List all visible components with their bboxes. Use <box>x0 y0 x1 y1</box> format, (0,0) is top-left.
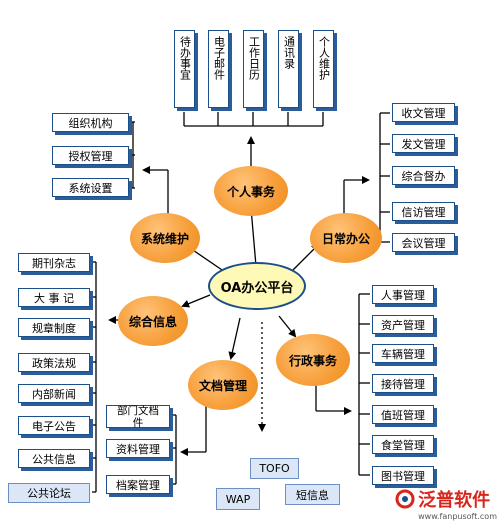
info-item-label: 内部新闻 <box>32 387 76 401</box>
system-item-label: 组织机构 <box>68 116 113 130</box>
doc-item-label: 档案管理 <box>116 478 160 492</box>
brand-logo: 泛普软件 www.fanpusoft.com <box>394 486 497 521</box>
doc-item-label: 部门文档件 <box>117 404 159 429</box>
info-item-policies[interactable]: 政策法规 <box>18 353 90 372</box>
admin-item-label: 资产管理 <box>381 318 425 332</box>
hub-label: 行政事务 <box>288 353 337 368</box>
center-label: OA办公平台 <box>220 280 294 296</box>
doc-item-materials[interactable]: 资料管理 <box>106 439 170 458</box>
daily-item-label: 发文管理 <box>401 137 446 151</box>
personal-item-label: 电子邮件 <box>212 36 226 80</box>
info-item-label: 大 事 记 <box>34 291 74 305</box>
hub-personal[interactable]: 个人事务 <box>214 166 288 216</box>
admin-item-reception[interactable]: 接待管理 <box>372 374 434 393</box>
hub-info[interactable]: 综合信息 <box>118 296 188 346</box>
info-item-label: 电子公告 <box>32 419 76 433</box>
admin-item-label: 车辆管理 <box>381 347 425 361</box>
daily-item-petitions[interactable]: 信访管理 <box>392 202 455 221</box>
admin-item-label: 接待管理 <box>381 377 425 391</box>
system-item-organization[interactable]: 组织机构 <box>52 113 129 132</box>
admin-item-vehicles[interactable]: 车辆管理 <box>372 344 434 363</box>
logo-text: 泛普软件 <box>418 490 491 511</box>
doc-item-archives[interactable]: 档案管理 <box>106 475 170 494</box>
personal-item-maintenance[interactable]: 个人维护 <box>313 30 334 108</box>
daily-item-label: 收文管理 <box>401 106 446 120</box>
info-item-public-info[interactable]: 公共信息 <box>18 449 90 468</box>
hub-label: 日常办公 <box>321 231 370 246</box>
extra-label: 短信息 <box>296 488 329 502</box>
admin-item-canteen[interactable]: 食堂管理 <box>372 435 434 454</box>
info-item-regulations[interactable]: 规章制度 <box>18 318 90 337</box>
hub-admin[interactable]: 行政事务 <box>276 334 350 386</box>
doc-item-department[interactable]: 部门文档件 <box>106 404 170 429</box>
extra-sms[interactable]: 短信息 <box>285 484 340 505</box>
personal-item-calendar[interactable]: 工作日历 <box>243 30 264 108</box>
personal-item-todo[interactable]: 待办事宜 <box>174 30 195 108</box>
doc-item-label: 资料管理 <box>116 442 160 456</box>
hub-label: 系统维护 <box>140 231 189 246</box>
info-item-news[interactable]: 内部新闻 <box>18 384 90 403</box>
system-item-label: 系统设置 <box>68 181 113 195</box>
hub-system[interactable]: 系统维护 <box>130 213 200 263</box>
extra-todo[interactable]: TOFO <box>250 458 299 479</box>
admin-item-label: 人事管理 <box>381 288 425 302</box>
info-item-label: 公共信息 <box>32 452 76 466</box>
hub-label: 文档管理 <box>198 378 247 393</box>
extra-label: TOFO <box>259 462 290 475</box>
hub-docs[interactable]: 文档管理 <box>188 360 258 410</box>
info-item-label: 规章制度 <box>32 321 76 335</box>
admin-item-duty[interactable]: 值班管理 <box>372 405 434 424</box>
daily-item-label: 综合督办 <box>401 169 446 183</box>
center-oa-platform[interactable]: OA办公平台 <box>208 262 306 310</box>
info-item-chronicle[interactable]: 大 事 记 <box>18 288 90 307</box>
admin-item-label: 图书管理 <box>381 469 425 483</box>
extra-wap[interactable]: WAP <box>216 488 260 510</box>
admin-item-assets[interactable]: 资产管理 <box>372 315 434 334</box>
hub-daily[interactable]: 日常办公 <box>310 213 382 263</box>
fanpu-logo-icon <box>395 489 415 509</box>
system-item-settings[interactable]: 系统设置 <box>52 178 129 197</box>
daily-item-label: 信访管理 <box>401 205 446 219</box>
system-item-label: 授权管理 <box>68 149 113 163</box>
extra-label: WAP <box>225 492 251 506</box>
info-item-label: 公共论坛 <box>27 487 71 500</box>
personal-item-label: 个人维护 <box>317 36 331 80</box>
info-item-label: 期刊杂志 <box>32 256 76 270</box>
personal-item-contacts[interactable]: 通讯录 <box>278 30 299 108</box>
info-item-journals[interactable]: 期刊杂志 <box>18 253 90 272</box>
personal-item-label: 待办事宜 <box>178 36 192 80</box>
daily-item-outgoing[interactable]: 发文管理 <box>392 134 455 153</box>
daily-item-meetings[interactable]: 会议管理 <box>392 233 455 252</box>
system-item-authorization[interactable]: 授权管理 <box>52 146 129 165</box>
info-item-label: 政策法规 <box>32 356 76 370</box>
daily-item-supervision[interactable]: 综合督办 <box>392 166 455 185</box>
hub-label: 个人事务 <box>226 184 275 199</box>
personal-item-label: 工作日历 <box>247 36 261 80</box>
admin-item-library[interactable]: 图书管理 <box>372 466 434 485</box>
admin-item-hr[interactable]: 人事管理 <box>372 285 434 304</box>
admin-item-label: 值班管理 <box>381 408 425 422</box>
personal-item-email[interactable]: 电子邮件 <box>208 30 229 108</box>
info-item-forum[interactable]: 公共论坛 <box>8 483 90 503</box>
hub-label: 综合信息 <box>128 314 177 329</box>
personal-item-label: 通讯录 <box>282 36 296 69</box>
admin-item-label: 食堂管理 <box>381 438 425 452</box>
daily-item-incoming[interactable]: 收文管理 <box>392 103 455 122</box>
daily-item-label: 会议管理 <box>401 236 446 250</box>
logo-url: www.fanpusoft.com <box>418 512 497 521</box>
info-item-bulletin[interactable]: 电子公告 <box>18 416 90 435</box>
